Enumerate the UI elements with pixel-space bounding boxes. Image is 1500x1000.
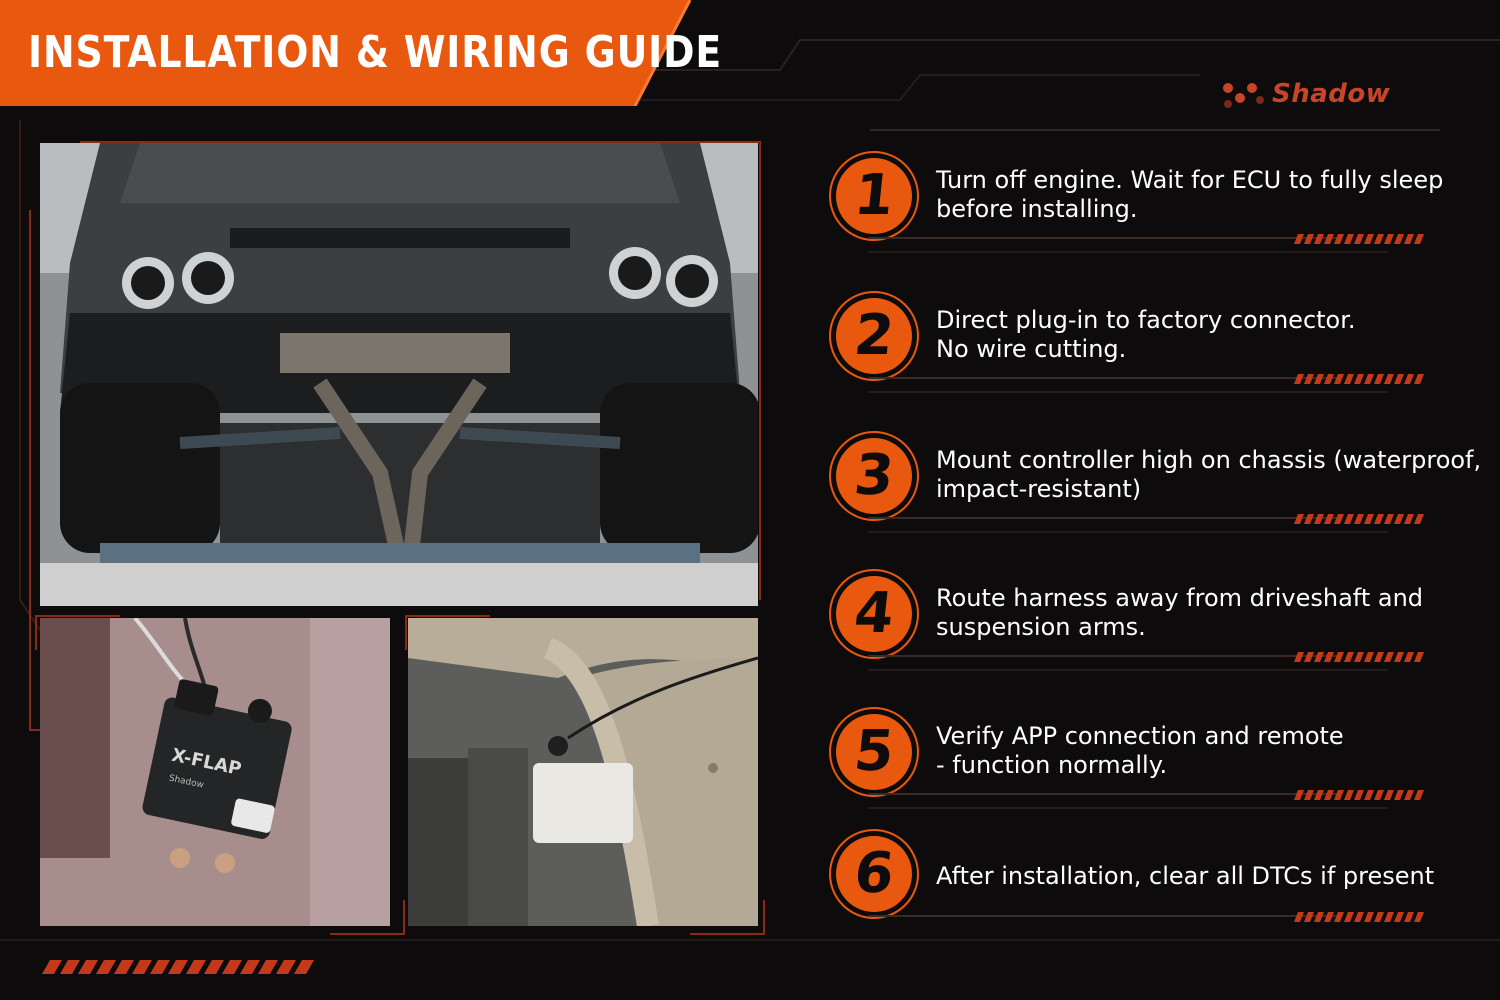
step-divider	[868, 652, 1424, 671]
step-line-1: Mount controller high on chassis (waterp…	[936, 446, 1482, 474]
header-banner: INSTALLATION & WIRING GUIDE	[0, 0, 721, 106]
mounted-module-photo	[408, 618, 758, 926]
step-text: After installation, clear all DTCs if pr…	[936, 862, 1496, 891]
controller-photo: X-FLAP Shadow	[40, 618, 390, 926]
step-badge-icon	[829, 151, 919, 241]
step-text: Verify APP connection and remote - funct…	[936, 722, 1496, 780]
step-line-1: Route harness away from driveshaft and	[936, 584, 1424, 612]
step-badge-icon	[829, 707, 919, 797]
step-divider	[868, 790, 1424, 809]
step-divider	[868, 912, 1424, 922]
step-line-2: before installing.	[936, 195, 1138, 223]
step-line-2: impact-resistant)	[936, 475, 1142, 503]
car-underside-photo	[40, 143, 758, 606]
logo-icon	[1223, 83, 1264, 108]
bottom-stripes	[42, 960, 314, 974]
step-line-1: After installation, clear all DTCs if pr…	[936, 862, 1435, 890]
step-badge-icon	[829, 829, 919, 919]
step-text: Direct plug-in to factory connector. No …	[936, 306, 1496, 364]
step-line-1: Direct plug-in to factory connector.	[936, 306, 1356, 334]
step-6: 6 After installation, clear all DTCs if …	[828, 828, 1488, 928]
step-3: 3 Mount controller high on chassis (wate…	[828, 430, 1488, 533]
step-number: 6	[851, 841, 897, 906]
step-text: Route harness away from driveshaft and s…	[936, 584, 1496, 642]
step-line-2: No wire cutting.	[936, 335, 1127, 363]
step-line-1: Verify APP connection and remote	[936, 722, 1344, 750]
step-divider	[868, 374, 1424, 393]
step-4: 4 Route harness away from driveshaft and…	[828, 568, 1488, 671]
step-line-1: Turn off engine. Wait for ECU to fully s…	[936, 166, 1444, 194]
step-badge-icon	[829, 291, 919, 381]
step-5: 5 Verify APP connection and remote - fun…	[828, 706, 1488, 809]
step-text: Mount controller high on chassis (waterp…	[936, 446, 1496, 504]
step-badge-icon	[829, 569, 919, 659]
brand-logo: Shadow	[1220, 78, 1440, 110]
step-divider	[868, 514, 1424, 533]
step-2: 2 Direct plug-in to factory connector. N…	[828, 290, 1488, 393]
step-number: 3	[851, 443, 897, 508]
step-number: 4	[851, 581, 897, 646]
step-number: 1	[851, 163, 897, 228]
step-number: 5	[851, 719, 897, 784]
step-text: Turn off engine. Wait for ECU to fully s…	[936, 166, 1496, 224]
step-badge-icon	[829, 431, 919, 521]
step-divider	[868, 234, 1424, 253]
step-number: 2	[851, 303, 897, 368]
step-line-2: - function normally.	[936, 751, 1168, 779]
step-line-2: suspension arms.	[936, 613, 1146, 641]
brand-name: Shadow	[1272, 79, 1391, 109]
step-1: 1 Turn off engine. Wait for ECU to fully…	[828, 150, 1488, 253]
page-title: INSTALLATION & WIRING GUIDE	[28, 27, 723, 78]
